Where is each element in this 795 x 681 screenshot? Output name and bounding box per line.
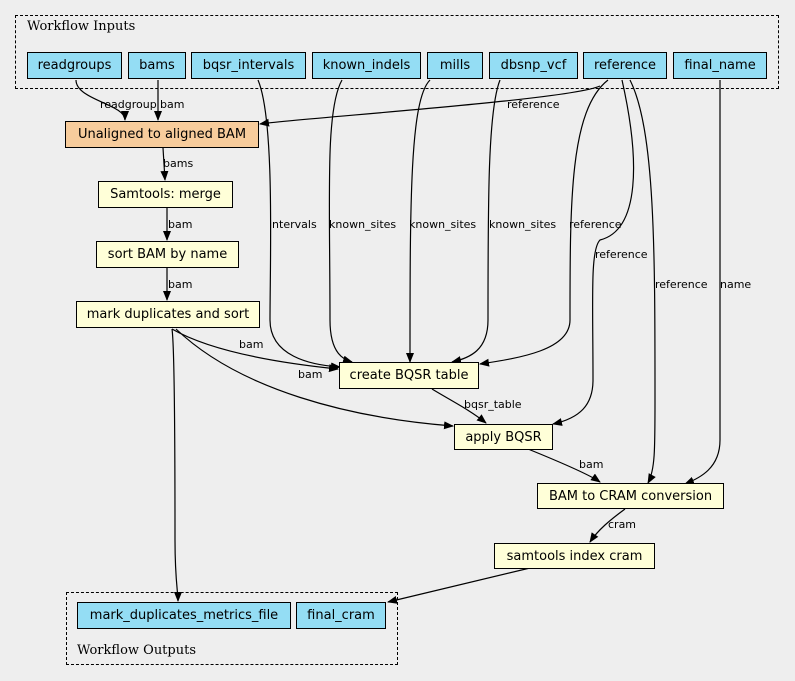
edge-label-bam-markdup-apply: bam <box>298 368 323 381</box>
step-samtools-merge[interactable]: Samtools: merge <box>98 181 233 208</box>
edge-label-bam-in: bam <box>160 98 185 111</box>
step-sort-bam-by-name[interactable]: sort BAM by name <box>96 241 239 268</box>
input-mills[interactable]: mills <box>427 52 483 79</box>
edge-label-reference-apply: reference <box>595 248 648 261</box>
input-known-indels[interactable]: known_indels <box>312 52 421 79</box>
edge-label-bam-cram: bam <box>579 458 604 471</box>
edge-reference-align <box>259 85 601 127</box>
output-mark-duplicates-metrics-file[interactable]: mark_duplicates_metrics_file <box>77 602 291 629</box>
step-apply-bqsr[interactable]: apply BQSR <box>454 424 553 450</box>
step-samtools-index-cram[interactable]: samtools index cram <box>494 543 655 569</box>
edge-label-bam-sort: bam <box>168 278 193 291</box>
edge-markdup-apply <box>175 328 454 430</box>
edge-label-known-sites-1: known_sites <box>329 218 397 231</box>
edge-mills-bqsr <box>406 79 431 363</box>
step-unaligned-to-aligned-bam[interactable]: Unaligned to aligned BAM <box>65 121 259 148</box>
edge-readgroups-align <box>75 79 129 121</box>
input-dbsnp-vcf[interactable]: dbsnp_vcf <box>489 52 578 79</box>
edge-label-bam-markdup-bqsr: bam <box>239 338 264 351</box>
edge-reference-apply <box>552 79 635 426</box>
output-final-cram[interactable]: final_cram <box>296 602 386 629</box>
input-reference[interactable]: reference <box>583 52 667 79</box>
edge-intervals-bqsr <box>257 79 341 371</box>
workflow-outputs-label: Workflow Outputs <box>77 643 196 658</box>
edge-label-cram: cram <box>608 518 637 531</box>
edge-reference-cram <box>629 79 656 484</box>
edge-known-indels-bqsr <box>328 79 353 364</box>
input-bams[interactable]: bams <box>128 52 186 79</box>
step-mark-duplicates-and-sort[interactable]: mark duplicates and sort <box>76 301 260 328</box>
edge-label-bam-merge: bam <box>168 218 193 231</box>
edge-dbsnp-bqsr <box>451 79 501 364</box>
edge-label-known-sites-3: known_sites <box>489 218 557 231</box>
edge-index-finalcram <box>387 567 531 604</box>
edge-align-merge <box>160 147 169 181</box>
workflow-inputs-cluster <box>15 15 779 89</box>
edge-finalname-cram <box>684 80 721 485</box>
input-bqsr-intervals[interactable]: bqsr_intervals <box>191 52 306 79</box>
edge-markdup-metrics <box>171 328 182 602</box>
edge-label-intervals: intervals <box>269 218 317 231</box>
edge-label-bqsr-table: bqsr_table <box>464 398 522 411</box>
edge-bqsr-apply <box>431 388 487 424</box>
edge-label-name: name <box>720 278 752 291</box>
edge-label-known-sites-2: known_sites <box>409 218 477 231</box>
edge-cram-index <box>589 508 626 543</box>
edge-apply-cram <box>527 448 601 483</box>
edge-label-bams: bams <box>163 157 194 170</box>
edge-label-reference-bqsr: reference <box>569 218 622 231</box>
edge-label-reference-align: reference <box>507 98 560 111</box>
workflow-outputs-cluster <box>66 592 398 665</box>
edge-label-readgroup: readgroup <box>100 98 157 111</box>
edge-label-reference-cram: reference <box>655 278 708 291</box>
workflow-inputs-label: Workflow Inputs <box>27 19 136 34</box>
input-final-name[interactable]: final_name <box>673 52 767 79</box>
step-bam-to-cram-conversion[interactable]: BAM to CRAM conversion <box>537 483 724 509</box>
step-create-bqsr-table[interactable]: create BQSR table <box>339 362 479 389</box>
edge-reference-bqsr <box>479 79 609 367</box>
input-readgroups[interactable]: readgroups <box>27 52 122 79</box>
